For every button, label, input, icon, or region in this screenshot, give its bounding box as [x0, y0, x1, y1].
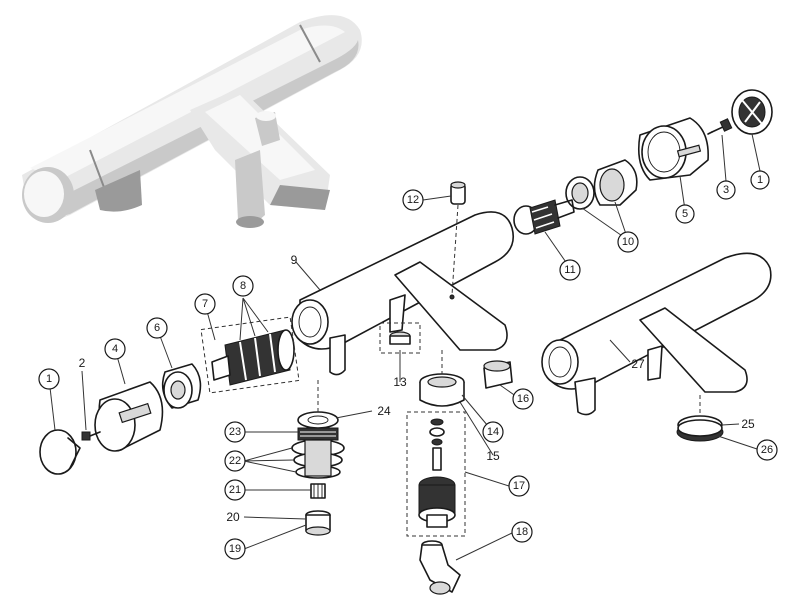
callout-20: 20: [226, 510, 240, 524]
callout-11: 11: [559, 259, 581, 281]
part-12-cap: [450, 181, 466, 205]
part-1-end-cap-right: [731, 89, 773, 135]
part-21-filter: [310, 483, 326, 499]
part-9-valve-body: [291, 211, 514, 376]
callout-label: 5: [682, 208, 688, 220]
callout-label: 25: [741, 417, 755, 431]
callout-22: 22: [224, 450, 246, 472]
callout-26: 26: [756, 439, 778, 461]
callout-13: 13: [393, 375, 407, 389]
part-20-19-check-valve: [305, 510, 331, 536]
callout-23: 23: [224, 421, 246, 443]
part-16-aerator: [483, 360, 513, 389]
part-7-outline-box: [200, 316, 300, 394]
part-3-screw: [707, 118, 733, 135]
callout-label: 16: [517, 393, 529, 405]
callout-4: 4: [104, 338, 126, 360]
callout-24: 24: [377, 404, 391, 418]
callout-label: 3: [723, 184, 729, 196]
callout-label: 11: [564, 264, 575, 276]
callout-2: 2: [79, 356, 86, 370]
callout-7: 7: [194, 293, 216, 315]
callout-label: 27: [631, 357, 645, 371]
callout-label: 7: [202, 298, 208, 310]
callout-3: 3: [716, 180, 736, 200]
callout-5: 5: [675, 204, 695, 224]
part-27-body-shell: [541, 252, 772, 416]
callout-label: 12: [407, 194, 419, 206]
leader-lines: [48, 133, 761, 561]
product-photo-bath-shower-mixer: [22, 15, 362, 228]
callout-label: 1: [46, 373, 52, 385]
callout-label: 1: [757, 174, 763, 186]
callout-12: 12: [402, 189, 424, 211]
callout-label: 8: [240, 280, 246, 292]
callout-label: 18: [516, 526, 528, 538]
part-18-outlet-elbow: [419, 540, 461, 595]
part-1-end-cap-left: [39, 429, 81, 475]
callout-14: 14: [482, 421, 504, 443]
callout-25: 25: [741, 417, 755, 431]
callout-label: 23: [229, 426, 241, 438]
callout-label: 2: [79, 356, 86, 370]
callout-label: 4: [112, 343, 118, 355]
part-13-insert: [379, 322, 421, 354]
callout-label: 17: [513, 480, 525, 492]
callout-label: 24: [377, 404, 391, 418]
callout-label: 22: [229, 455, 241, 467]
callout-label: 26: [761, 444, 773, 456]
callout-label: 13: [393, 375, 407, 389]
part-4-handle: [94, 381, 164, 452]
callout-15: 15: [486, 449, 500, 463]
callout-1-right: 1: [750, 170, 770, 190]
part-17-diverter-assembly: [406, 411, 466, 537]
part-11-thermostatic-cartridge: [513, 199, 575, 235]
part-2-screw: [81, 431, 101, 441]
callout-label: 21: [229, 484, 241, 496]
part-23-nut: [297, 427, 339, 441]
callout-18: 18: [511, 521, 533, 543]
callout-label: 6: [154, 322, 160, 334]
part-24-washer: [297, 411, 339, 429]
callout-9: 9: [291, 253, 298, 267]
part-14-15-collar: [419, 373, 465, 407]
callout-label: 15: [486, 449, 500, 463]
callout-27: 27: [631, 357, 645, 371]
part-25-26-seal-ring: [676, 415, 724, 442]
callout-1-left: 1: [38, 368, 60, 390]
part-8-flow-cartridge: [211, 329, 295, 386]
assembly-lines: [317, 204, 701, 414]
part-10-temperature-stop: [565, 159, 638, 210]
callout-17: 17: [508, 475, 530, 497]
callout-label: 10: [622, 236, 634, 248]
callout-label: 19: [229, 543, 241, 555]
callout-19: 19: [224, 538, 246, 560]
part-6-handle-insert: [161, 363, 202, 409]
callout-label: 9: [291, 253, 298, 267]
callout-label: 14: [487, 426, 499, 438]
callout-10: 10: [617, 231, 639, 253]
part-5-shroud: [637, 117, 709, 181]
callout-16: 16: [512, 388, 534, 410]
callout-21: 21: [224, 479, 246, 501]
callout-label: 20: [226, 510, 240, 524]
part-22-seals: [291, 439, 345, 479]
callout-6: 6: [146, 317, 168, 339]
callout-8: 8: [232, 275, 254, 297]
